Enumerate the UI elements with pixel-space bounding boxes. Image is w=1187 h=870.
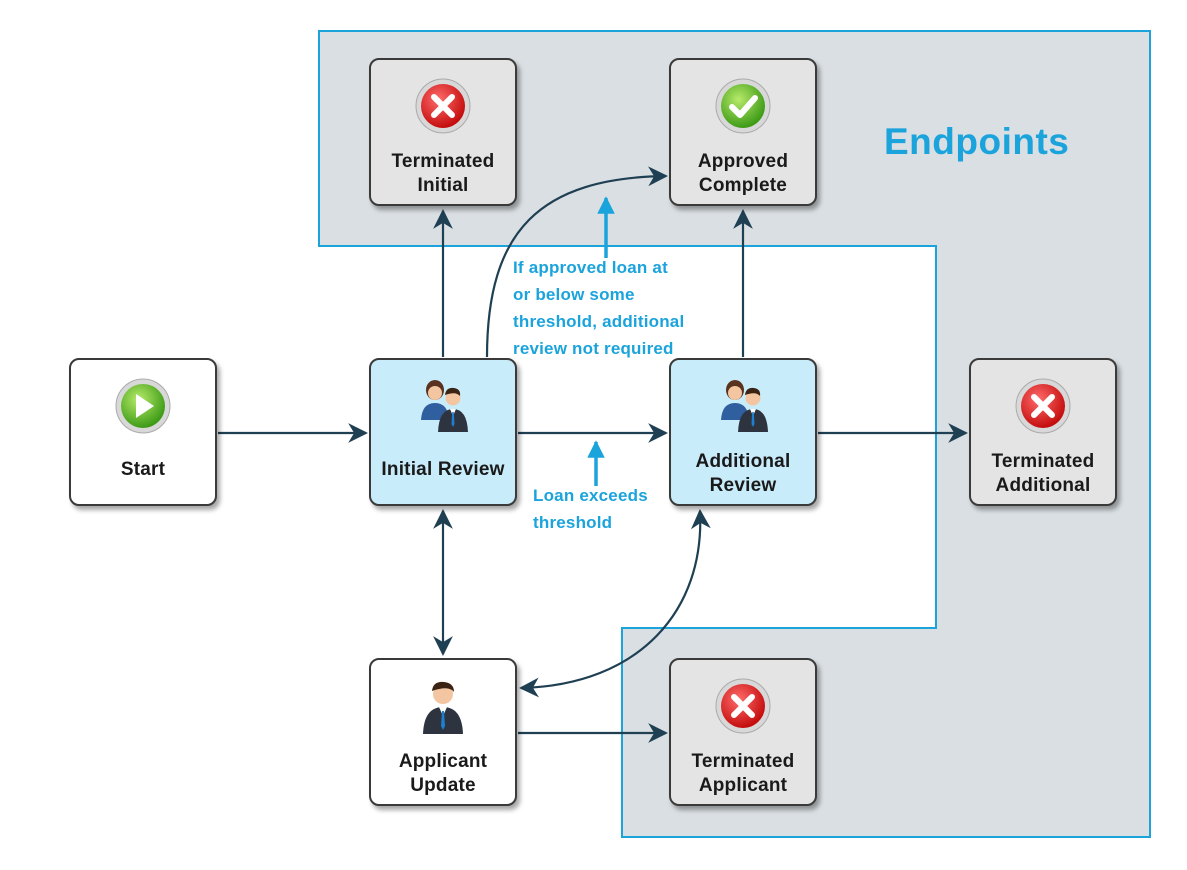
annotation-line: or below some: [513, 285, 635, 304]
close-icon: [415, 78, 471, 134]
label-line: Terminated: [691, 751, 795, 772]
close-icon: [1015, 378, 1071, 434]
endpoints-title: Endpoints: [884, 121, 1070, 162]
node-initial-review-label: Initial Review: [381, 459, 505, 480]
node-start-label: Start: [120, 459, 166, 480]
node-terminated-initial-label: Terminated Initial: [391, 150, 494, 198]
node-additional-review[interactable]: Additional Review: [669, 358, 817, 506]
label-line: Initial: [417, 175, 469, 196]
annotation-line: threshold: [533, 513, 613, 532]
label-line: Additional: [695, 451, 791, 472]
annotation-line: If approved loan at: [513, 258, 668, 277]
node-approved-complete-label: Approved Complete: [698, 150, 788, 198]
users-icon: [721, 380, 768, 432]
label-line: Terminated: [991, 451, 1095, 472]
node-terminated-applicant-label: Terminated Applicant: [691, 750, 794, 798]
annotation-approved-threshold: If approved loan at or below some thresh…: [513, 254, 684, 362]
node-additional-review-label: Additional Review: [696, 450, 791, 498]
node-terminated-initial[interactable]: Terminated Initial: [369, 58, 517, 206]
connector-additional-applicant: [519, 509, 711, 698]
annotation-line: Loan exceeds: [533, 486, 648, 505]
node-approved-complete[interactable]: Approved Complete: [669, 58, 817, 206]
play-icon: [115, 378, 171, 434]
node-terminated-applicant[interactable]: Terminated Applicant: [669, 658, 817, 806]
node-terminated-additional[interactable]: Terminated Additional: [969, 358, 1117, 506]
node-terminated-additional-label: Terminated Additional: [991, 450, 1094, 498]
annotation-line: review not required: [513, 339, 674, 358]
users-icon: [421, 380, 468, 432]
user-icon: [423, 681, 463, 734]
label-line: Additional: [995, 475, 1091, 496]
label-line: Complete: [698, 175, 788, 196]
node-initial-review[interactable]: Initial Review: [369, 358, 517, 506]
label-line: Applicant: [698, 775, 788, 796]
label-line: Update: [410, 775, 476, 796]
label-line: Terminated: [391, 151, 495, 172]
node-applicant-update[interactable]: Applicant Update: [369, 658, 517, 806]
check-icon: [715, 78, 771, 134]
annotation-line: threshold, additional: [513, 312, 685, 331]
label-line: Approved: [697, 151, 789, 172]
node-start[interactable]: Start: [69, 358, 217, 506]
annotation-exceeds-threshold: Loan exceeds threshold: [533, 482, 648, 536]
label-line: Review: [709, 475, 777, 496]
node-applicant-update-label: Applicant Update: [399, 750, 487, 798]
label-line: Applicant: [398, 751, 488, 772]
close-icon: [715, 678, 771, 734]
connector-initial-to-approved: [485, 166, 668, 358]
